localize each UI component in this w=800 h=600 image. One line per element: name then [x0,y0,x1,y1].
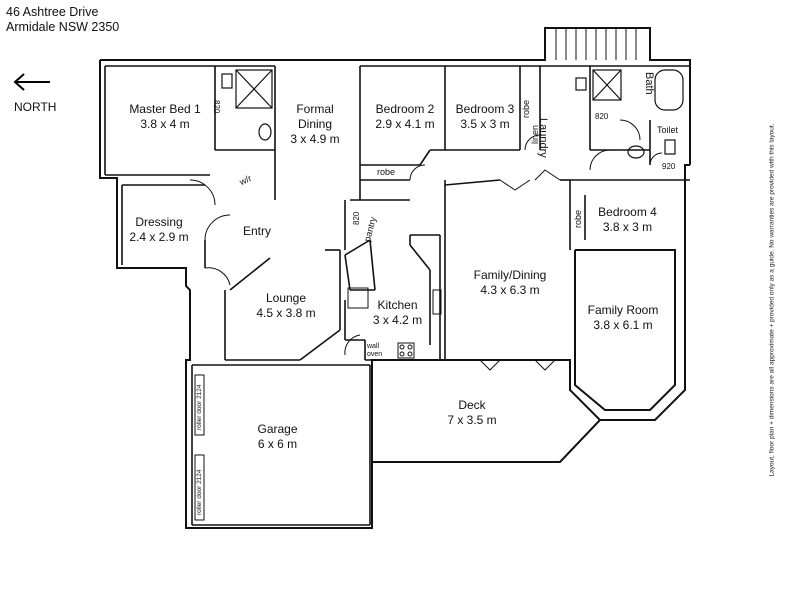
door-swings [189,119,663,371]
interior-walls [104,65,690,526]
room-kitchen: Kitchen 3 x 4.2 m [365,298,430,328]
room-name: Lounge [265,291,307,305]
room-dims: 2.4 x 2.9 m [129,230,189,244]
room-master-bed: Master Bed 1 3.8 x 4 m [115,102,215,132]
exterior-wall-left [99,60,373,529]
door-width-820: 820 [212,100,221,114]
room-name: Deck [458,398,486,412]
room-lounge: Lounge 4.5 x 3.8 m [246,291,326,321]
bathroom-fixtures [221,69,684,159]
room-dims: 3.5 x 3 m [460,117,510,131]
arrow-left-icon [13,73,50,91]
room-dims: 2.9 x 4.1 m [375,117,435,131]
room-name: Family/Dining [473,268,547,282]
room-dims: 4.3 x 6.3 m [480,283,540,297]
door-width-820: 820 [595,112,609,121]
room-dressing: Dressing 2.4 x 2.9 m [124,215,194,245]
door-width-920: 920 [662,162,676,171]
room-entry: Entry [232,224,282,239]
room-formal-dining: Formal Dining 3 x 4.9 m [270,102,360,147]
address-block: 46 Ashtree Drive Armidale NSW 2350 [6,5,119,35]
robe-label: robe [521,99,531,118]
room-name: Formal Dining [296,102,334,131]
room-name: Dressing [135,215,183,229]
room-name: Bedroom 4 [598,205,657,219]
bath-label: Bath [643,72,655,95]
room-name: Bedroom 3 [455,102,515,116]
family-room-bay [574,249,676,411]
north-label: NORTH [14,100,57,114]
room-dims: 6 x 6 m [257,437,298,451]
room-dims: 3.8 x 3 m [602,220,653,234]
stairs-icon [555,28,637,60]
north-indicator: NORTH [12,72,72,122]
room-dims: 7 x 3.5 m [447,413,497,427]
robe-label: robe [573,209,583,228]
room-name: Master Bed 1 [129,102,201,116]
robe-label: robe [377,167,396,177]
room-garage: Garage 6 x 6 m [240,422,315,452]
room-dims: 3 x 4.9 m [290,132,340,146]
room-dims: 3.8 x 4 m [140,117,190,131]
room-bedroom-2: Bedroom 2 2.9 x 4.1 m [360,102,450,132]
roller-doors [194,374,205,521]
exterior-wall-top [100,27,691,165]
room-family-dining: Family/Dining 4.3 x 6.3 m [460,268,560,298]
address-line-1: 46 Ashtree Drive [6,5,99,19]
room-bedroom-4: Bedroom 4 3.8 x 3 m [585,205,670,235]
exterior-wall-right [600,164,690,421]
room-dims: 3 x 4.2 m [372,313,423,327]
room-deck: Deck 7 x 3.5 m [432,398,512,428]
room-name: Family Room [587,303,659,317]
room-name: Bedroom 2 [375,102,435,116]
door-width-820: 820 [352,211,361,225]
room-dims: 4.5 x 3.8 m [256,306,316,320]
room-name: Entry [242,224,271,238]
roller-door-label: roller door 2124 [196,384,203,430]
wall-oven-label: wall oven [367,343,383,358]
toilet-label: Toilet [657,125,679,135]
room-dims: 3.8 x 6.1 m [593,318,653,332]
room-bedroom-3: Bedroom 3 3.5 x 3 m [445,102,525,132]
address-line-2: Armidale NSW 2350 [6,20,120,34]
kitchen-fixtures [347,287,442,359]
linen-label: linen [530,124,540,144]
room-name: Kitchen [377,298,418,312]
roller-door-label: roller door 2124 [196,469,203,515]
room-family-room: Family Room 3.8 x 6.1 m [578,303,668,333]
room-name: Garage [257,422,298,436]
